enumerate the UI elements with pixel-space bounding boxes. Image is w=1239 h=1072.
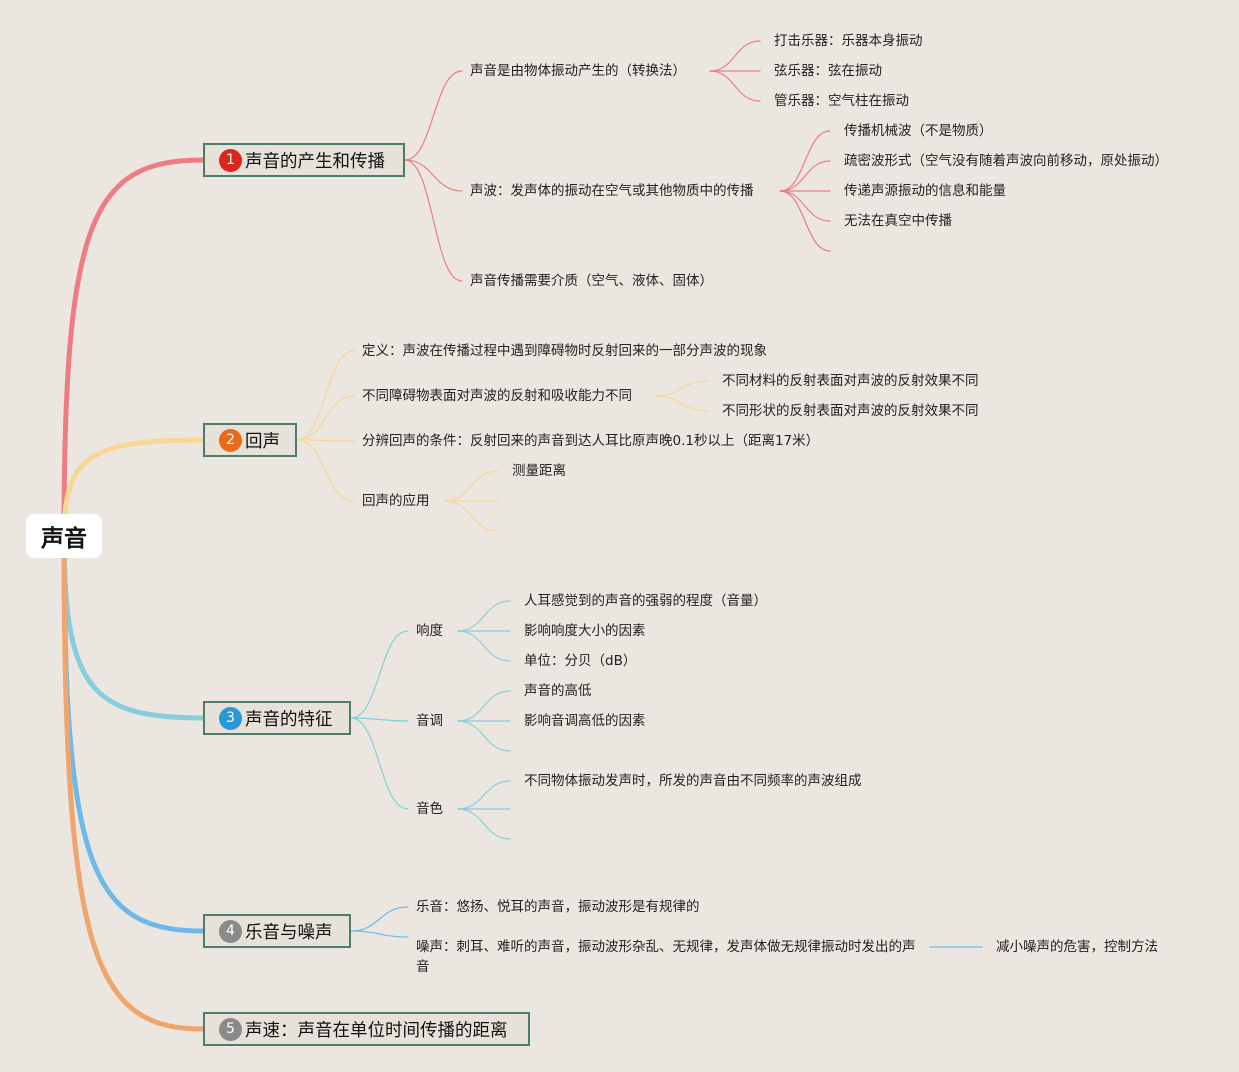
subtopic-line-2-2 — [296, 395, 355, 441]
subtopic-2-3[interactable]: 分辨回声的条件：反射回来的声音到达人耳比原声晚0.1秒以上（距离17米） — [362, 433, 820, 449]
leaf-1-2-1[interactable]: 传播机械波（不是物质） — [844, 123, 993, 139]
subtopic-4-1[interactable]: 乐音：悠扬、悦耳的声音，振动波形是有规律的 — [416, 899, 700, 915]
topic-label: 声速：声音在单位时间传播的距离 — [245, 1020, 508, 1041]
branch-line-1 — [61, 157, 206, 539]
subtopic-1-3[interactable]: 声音传播需要介质（空气、液体、固体） — [470, 273, 713, 289]
subtopic-line-2-3 — [296, 439, 355, 442]
leaf-line-3-2-1 — [457, 690, 511, 722]
leaf-1-2-4[interactable]: 无法在真空中传播 — [844, 213, 952, 229]
leaf-1-2-2[interactable]: 疏密波形式（空气没有随着声波向前移动，原处振动） — [844, 153, 1168, 169]
empty-leaf-line-1-2-1 — [779, 190, 831, 252]
subtopic-line-3-2 — [350, 717, 409, 722]
leaf-3-1-2[interactable]: 影响响度大小的因素 — [524, 623, 646, 639]
leaf-line-3-1-1 — [457, 600, 511, 632]
subtopic-2-1[interactable]: 定义：声波在传播过程中遇到障碍物时反射回来的一部分声波的现象 — [362, 343, 767, 359]
leaf-1-1-1[interactable]: 打击乐器：乐器本身振动 — [774, 33, 923, 49]
empty-leaf-line-3-2-1 — [457, 720, 511, 752]
subtopic-4-2[interactable]: 噪声：刺耳、难听的声音，振动波形杂乱、无规律，发声体做无规律振动时发出的声音 — [416, 939, 916, 975]
branch-line-3 — [61, 533, 206, 721]
topic-number-badge: 3 — [219, 706, 242, 730]
subtopic-line-2-1 — [296, 350, 355, 441]
topic-label: 回声 — [245, 431, 280, 452]
subtopic-3-2[interactable]: 音调 — [416, 713, 443, 729]
leaf-line-3-1-3 — [457, 630, 511, 662]
leaf-3-1-1[interactable]: 人耳感觉到的声音的强弱的程度（音量） — [524, 593, 767, 609]
leaf-2-2-1[interactable]: 不同材料的反射表面对声波的反射效果不同 — [722, 373, 979, 389]
leaf-2-2-2[interactable]: 不同形状的反射表面对声波的反射效果不同 — [722, 403, 979, 419]
subtopic-1-2[interactable]: 声波：发声体的振动在空气或其他物质中的传播 — [470, 183, 754, 199]
subtopic-line-4-1 — [350, 906, 409, 932]
leaf-line-1-1-1 — [709, 40, 761, 72]
topic-label: 乐音与噪声 — [245, 922, 333, 943]
subtopic-3-1[interactable]: 响度 — [416, 623, 443, 639]
leaf-line-2-2-1 — [654, 380, 709, 397]
leaf-2-4-1[interactable]: 测量距离 — [512, 463, 566, 479]
leaf-line-3-3-1 — [457, 780, 511, 810]
subtopic-1-1[interactable]: 声音是由物体振动产生的（转换法） — [470, 63, 686, 79]
subtopic-2-2[interactable]: 不同障碍物表面对声波的反射和吸收能力不同 — [362, 388, 632, 404]
leaf-3-3-1[interactable]: 不同物体振动发声时，所发的声音由不同频率的声波组成 — [524, 773, 862, 789]
empty-leaf-line-2-4-2 — [444, 500, 499, 532]
subtopic-line-4-2 — [350, 930, 409, 938]
leaf-3-2-1[interactable]: 声音的高低 — [524, 683, 592, 699]
leaf-3-2-2[interactable]: 影响音调高低的因素 — [524, 713, 646, 729]
subtopic-3-3[interactable]: 音色 — [416, 801, 443, 817]
topic-number-badge: 2 — [219, 428, 242, 452]
subtopic-line-3-1 — [350, 630, 409, 719]
leaf-3-1-3[interactable]: 单位：分贝（dB） — [524, 653, 637, 669]
leaf-line-1-2-4 — [779, 190, 831, 222]
subtopic-2-4[interactable]: 回声的应用 — [362, 493, 430, 509]
topic-label: 声音的特征 — [245, 709, 333, 730]
subtopic-line-1-2 — [404, 159, 463, 192]
root-topic-label: 声音 — [41, 526, 87, 552]
branch-line-4 — [61, 533, 206, 934]
empty-leaf-line-3-3-2 — [457, 808, 511, 840]
branch-line-5 — [61, 533, 206, 1032]
leaf-1-1-3[interactable]: 管乐器：空气柱在振动 — [774, 93, 909, 109]
leaf-1-1-2[interactable]: 弦乐器：弦在振动 — [774, 63, 882, 79]
branch-line-2 — [61, 437, 206, 539]
leaf-line-1-1-3 — [709, 70, 761, 102]
leaf-line-1-2-2 — [779, 160, 831, 192]
leaf-line-2-2-2 — [654, 395, 709, 412]
subtopic-line-1-3 — [404, 159, 463, 282]
leaf-1-2-3[interactable]: 传递声源振动的信息和能量 — [844, 183, 1006, 199]
topic-label: 声音的产生和传播 — [245, 151, 385, 172]
subtopic-line-3-3 — [350, 717, 409, 810]
root-topic[interactable]: 声音 — [26, 514, 102, 558]
topic-number-badge: 4 — [219, 919, 242, 943]
subtopic-line-2-4 — [296, 439, 355, 502]
topic-number-badge: 1 — [219, 148, 242, 172]
leaf-line-2-4-1 — [444, 470, 499, 502]
subtopic-line-1-1 — [404, 70, 463, 161]
topic-number-badge: 5 — [219, 1017, 242, 1041]
leaf-line-1-2-1 — [779, 130, 831, 192]
leaf-4-2-1[interactable]: 减小噪声的危害，控制方法 — [996, 939, 1158, 955]
